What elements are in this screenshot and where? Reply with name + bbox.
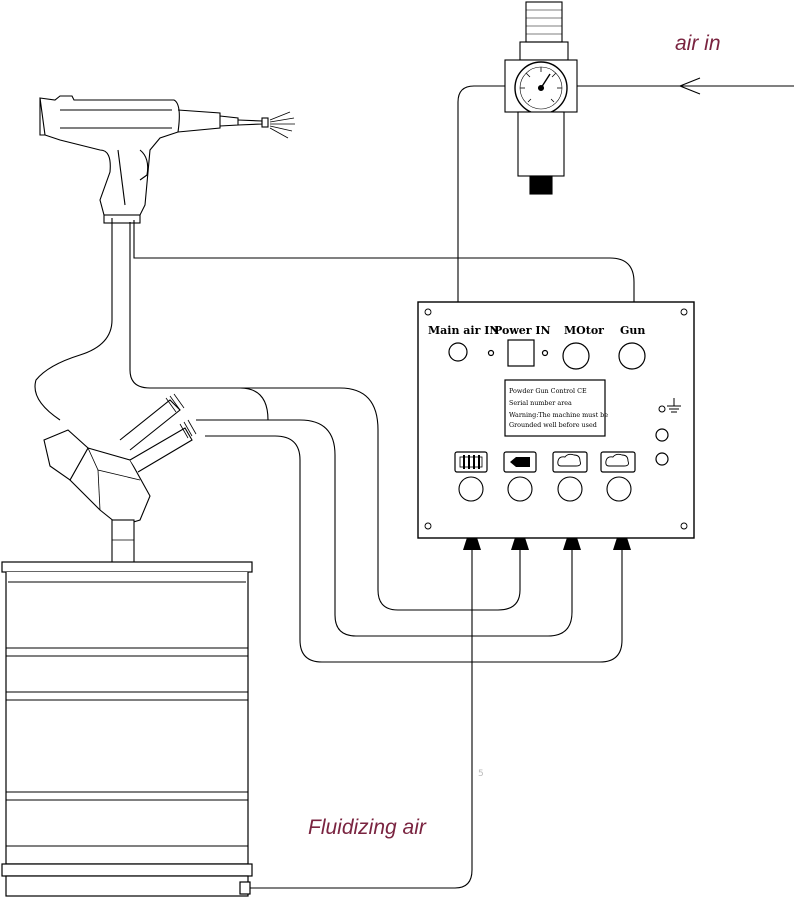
gauge-ticks [520, 67, 562, 103]
regulator-bowl [517, 111, 565, 177]
regulator-drain [529, 175, 553, 195]
hoses [34, 77, 794, 889]
barrel-base [1, 863, 253, 877]
screen-line-4: Grounded well before used [509, 421, 597, 429]
hose-pump-1-a [170, 387, 521, 611]
powder-barrel [1, 561, 253, 897]
fluidizing-air-label: Fluidizing air [308, 816, 427, 839]
gun-nozzle-tip [261, 117, 269, 128]
port-label-motor: MOtor [564, 324, 604, 337]
side-knob-2[interactable] [655, 452, 669, 466]
power-screw-left [487, 349, 495, 357]
control-panel: Main air IN Power IN MOtor Gun Powder Gu… [417, 301, 695, 539]
fluidizing-inlet [239, 881, 251, 895]
pump-body [69, 447, 151, 527]
cloud-icon-2 [600, 451, 636, 473]
air-regulator [504, 1, 578, 195]
pump-fitting-1 [119, 399, 181, 451]
regulator-neck [519, 41, 569, 61]
hose-main-air [457, 85, 518, 348]
barrel-body [5, 572, 249, 865]
air-in-label: air in [675, 32, 721, 55]
barrel-lid [1, 561, 253, 573]
gun-trigger [139, 149, 149, 181]
panel-screws [424, 308, 688, 530]
gun-nozzle-1 [177, 109, 221, 133]
regulator-knob [525, 1, 563, 43]
hose-pump-3-a [205, 435, 623, 663]
screen-line-2: Serial number area [509, 399, 572, 407]
gun-hook [39, 98, 45, 136]
air-in-arrow [678, 77, 701, 95]
spray-gun [39, 95, 295, 224]
arrow-left-icon [503, 451, 537, 473]
port-label-gun: Gun [620, 324, 645, 337]
hose-gun-powder-right [129, 222, 269, 421]
port-label-main-air: Main air IN [428, 324, 499, 337]
pump-elbow [43, 429, 89, 481]
ground-icon [658, 398, 681, 413]
gun-port[interactable] [618, 342, 646, 370]
faint-mark: 5 [478, 769, 484, 779]
gun-nozzle-3 [237, 119, 263, 126]
barrel-bottom [5, 875, 249, 897]
valve-knob-1[interactable] [458, 476, 484, 502]
hose-fluidizing [248, 548, 473, 889]
valve-knob-3[interactable] [557, 476, 583, 502]
motor-port[interactable] [562, 342, 590, 370]
gun-nozzle-2 [219, 115, 239, 127]
gun-handle-base [103, 214, 141, 224]
side-knob-1[interactable] [655, 428, 669, 442]
valve-knob-2[interactable] [507, 476, 533, 502]
port-label-power: Power IN [494, 324, 551, 337]
gun-grip-line [117, 149, 126, 206]
main-air-port[interactable] [448, 342, 468, 362]
spray-lines [269, 111, 295, 139]
gun-body [39, 95, 180, 216]
panel-screen [504, 379, 606, 437]
screen-line-1: Powder Gun Control CE [509, 387, 587, 395]
cloud-icon [552, 451, 588, 473]
powder-pump [43, 393, 197, 565]
barrel-rings [6, 581, 248, 847]
pump-threads [165, 393, 197, 439]
power-screw-right [541, 349, 549, 357]
hose-pump-2-a [196, 419, 573, 637]
hose-gun-powder-left [34, 218, 113, 421]
valve-knobs [458, 476, 632, 502]
pump-tube [111, 519, 135, 565]
screen-line-3: Warning:The machine must be [509, 411, 608, 419]
cable-gun [133, 220, 635, 345]
pump-fitting-2 [129, 427, 193, 473]
power-port[interactable] [507, 339, 535, 367]
valve-knob-4[interactable] [606, 476, 632, 502]
valve-grid-icon [454, 451, 488, 473]
